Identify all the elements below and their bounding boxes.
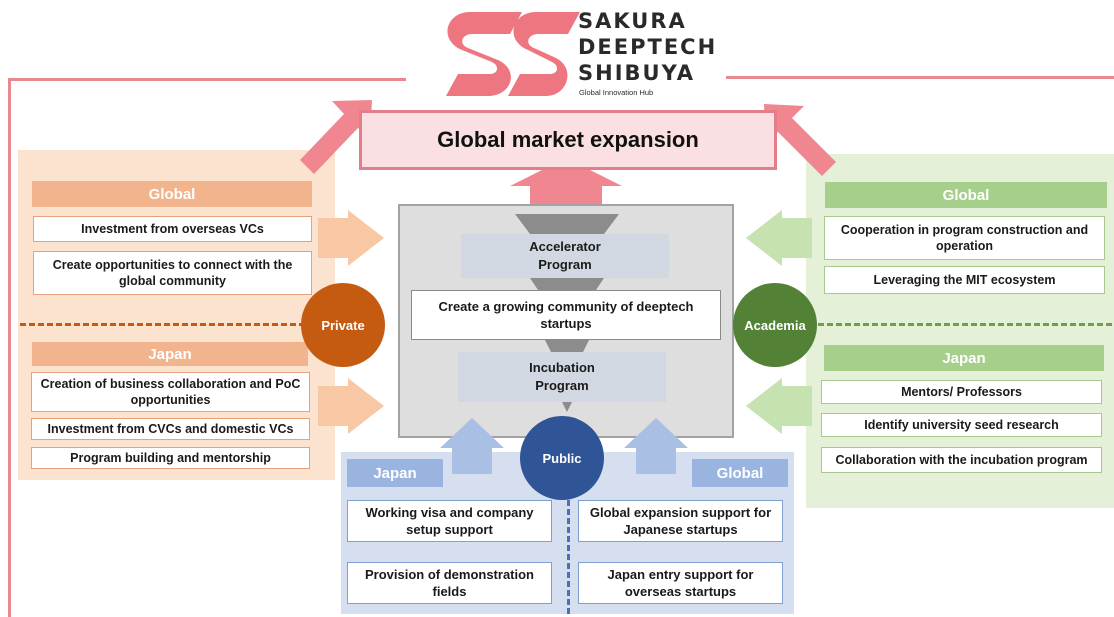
funnel-low <box>545 340 589 352</box>
arrow-academia-japan <box>746 378 812 434</box>
private-divider <box>20 323 305 326</box>
public-japan-item-2: Provision of demonstration fields <box>347 562 552 604</box>
academia-japan-item-1: Mentors/ Professors <box>821 380 1102 404</box>
academia-japan-item-2: Identify university seed research <box>821 413 1102 437</box>
sakura-logo-mark <box>446 12 580 96</box>
frame-line-right-top <box>726 76 1114 79</box>
arrow-private-japan <box>318 378 384 434</box>
public-japan-header: Japan <box>347 459 443 487</box>
logo-wordmark: SAKURA DEEPTECH SHIBUYA <box>578 8 717 86</box>
public-divider <box>567 500 570 614</box>
private-global-item-2: Create opportunities to connect with the… <box>33 251 312 295</box>
community-box: Create a growing community of deeptech s… <box>411 290 721 340</box>
arrow-center-to-title <box>510 158 622 204</box>
academia-japan-item-3: Collaboration with the incubation progra… <box>821 447 1102 473</box>
arrow-private-global <box>318 210 384 266</box>
public-circle: Public <box>520 416 604 500</box>
public-global-item-1: Global expansion support for Japanese st… <box>578 500 783 542</box>
private-japan-item-2: Investment from CVCs and domestic VCs <box>31 418 310 440</box>
academia-global-header: Global <box>825 182 1107 208</box>
frame-line-left-top <box>8 78 406 81</box>
private-global-header: Global <box>32 181 312 207</box>
arrow-academia-global <box>746 210 812 266</box>
arrow-public-global <box>624 418 688 474</box>
academia-global-item-2: Leveraging the MIT ecosystem <box>824 266 1105 294</box>
page-title: Global market expansion <box>359 110 777 170</box>
logo-line-1: SAKURA <box>578 9 687 33</box>
incubation-program: Incubation Program <box>458 352 666 402</box>
arrow-private-to-title <box>300 100 372 174</box>
logo-line-3: SHIBUYA <box>578 61 696 85</box>
frame-line-left-vertical <box>8 78 11 617</box>
private-circle: Private <box>301 283 385 367</box>
private-japan-item-1: Creation of business collaboration and P… <box>31 372 310 412</box>
logo-subtitle: Global Innovation Hub <box>579 88 654 97</box>
private-japan-header: Japan <box>32 342 308 366</box>
accelerator-program: Accelerator Program <box>461 234 669 278</box>
public-global-header: Global <box>692 459 788 487</box>
academia-divider <box>818 323 1112 326</box>
public-japan-item-1: Working visa and company setup support <box>347 500 552 542</box>
private-japan-item-3: Program building and mentorship <box>31 447 310 469</box>
funnel-top <box>515 214 619 234</box>
academia-japan-header: Japan <box>824 345 1104 371</box>
logo-line-2: DEEPTECH <box>578 35 718 59</box>
funnel-mid <box>530 278 604 290</box>
funnel-tip <box>562 402 572 412</box>
private-global-item-1: Investment from overseas VCs <box>33 216 312 242</box>
arrow-public-japan <box>440 418 504 474</box>
arrow-academia-to-title <box>764 104 836 176</box>
public-global-item-2: Japan entry support for overseas startup… <box>578 562 783 604</box>
academia-circle: Academia <box>733 283 817 367</box>
academia-global-item-1: Cooperation in program construction and … <box>824 216 1105 260</box>
